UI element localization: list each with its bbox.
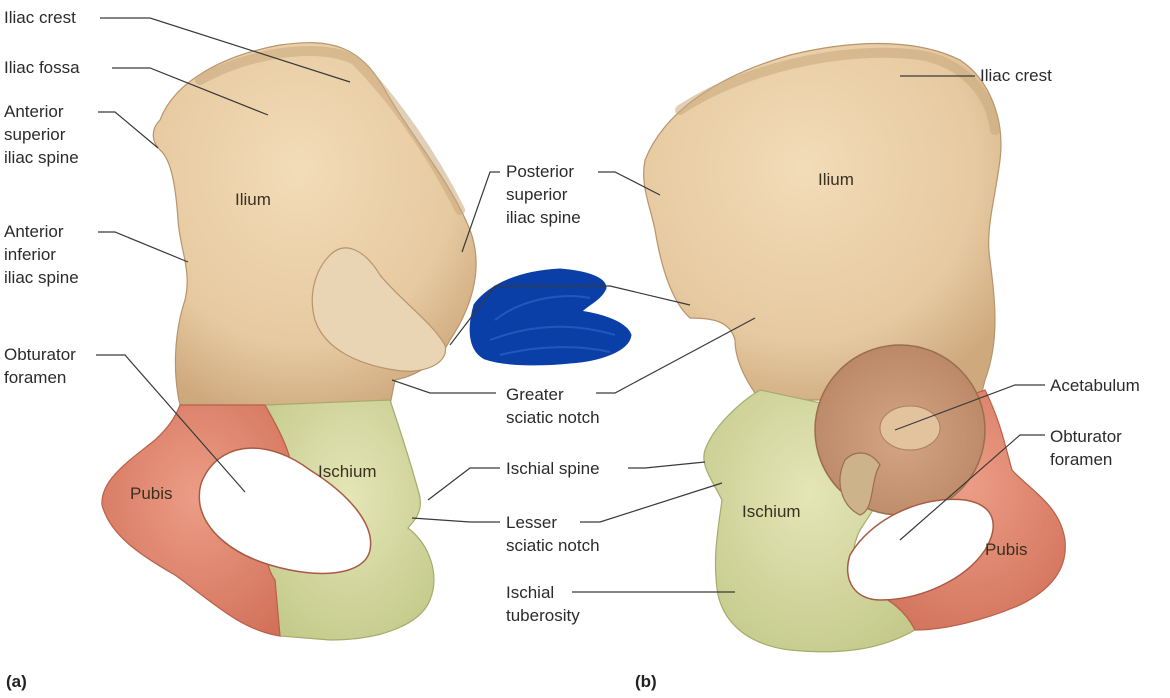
label-right-obturator-foramen: Obturator foramen [1050, 427, 1122, 469]
label-ischial-spine: Ischial spine [506, 459, 600, 478]
label-left-obturator-foramen: Obturator foramen [4, 345, 76, 387]
region-left-pubis: Pubis [130, 484, 173, 503]
region-left-ischium: Ischium [318, 462, 377, 481]
right-hip-bone [643, 42, 1066, 653]
leader-gsn-right [596, 317, 756, 394]
label-right-acetabulum: Acetabulum [1050, 376, 1140, 395]
leader-left-iliac-fossa [112, 67, 269, 116]
leader-left-aiis [98, 231, 189, 263]
label-left-anterior-inferior-iliac-spine: Anterior inferior iliac spine [4, 222, 79, 287]
label-greater-sciatic-notch: Greater sciatic notch [506, 385, 600, 427]
right-iliac-crest-ridge [675, 47, 1000, 135]
leader-left-iliac-crest [100, 17, 351, 83]
leader-psis-left [461, 171, 500, 253]
left-obturator-foramen-hole [198, 447, 372, 575]
leader-lsn-right [580, 482, 723, 523]
leader-left-asis [98, 111, 159, 149]
label-ischial-tuberosity: Ischial tuberosity [506, 583, 580, 625]
leader-ischial-spine-right [628, 461, 706, 469]
label-posterior-superior-iliac-spine: Posterior superior iliac spine [506, 162, 581, 227]
region-right-pubis: Pubis [985, 540, 1028, 559]
leader-lines [96, 17, 1045, 593]
left-auricular-surface [311, 247, 447, 372]
leader-gsn-top [449, 285, 691, 346]
leader-right-acetabulum [894, 384, 1045, 431]
right-acetabular-fossa [879, 405, 941, 451]
region-left-ilium: Ilium [235, 190, 271, 209]
leader-gsn-left [391, 379, 496, 394]
region-right-ilium: Ilium [818, 170, 854, 189]
right-obturator-foramen-hole [846, 498, 994, 601]
leader-psis-right [598, 171, 661, 196]
label-left-iliac-fossa: Iliac fossa [4, 58, 80, 77]
label-lesser-sciatic-notch: Lesser sciatic notch [506, 513, 600, 555]
leader-ischial-spine-left [427, 467, 500, 501]
label-left-anterior-superior-iliac-spine: Anterior superior iliac spine [4, 102, 79, 167]
label-right-iliac-crest: Iliac crest [980, 66, 1052, 85]
panel-label-b: (b) [635, 672, 657, 691]
label-left-iliac-crest: Iliac crest [4, 8, 76, 27]
region-right-ischium: Ischium [742, 502, 801, 521]
left-hip-bone [101, 42, 477, 641]
left-iliac-crest-ridge [195, 46, 465, 215]
right-acetabular-notch [839, 452, 881, 516]
panel-label-a: (a) [6, 672, 27, 691]
leader-lsn-left [411, 517, 500, 523]
leader-right-obturator [899, 434, 1045, 541]
redaction-scribble [469, 268, 632, 366]
leader-left-obturator [96, 354, 246, 493]
